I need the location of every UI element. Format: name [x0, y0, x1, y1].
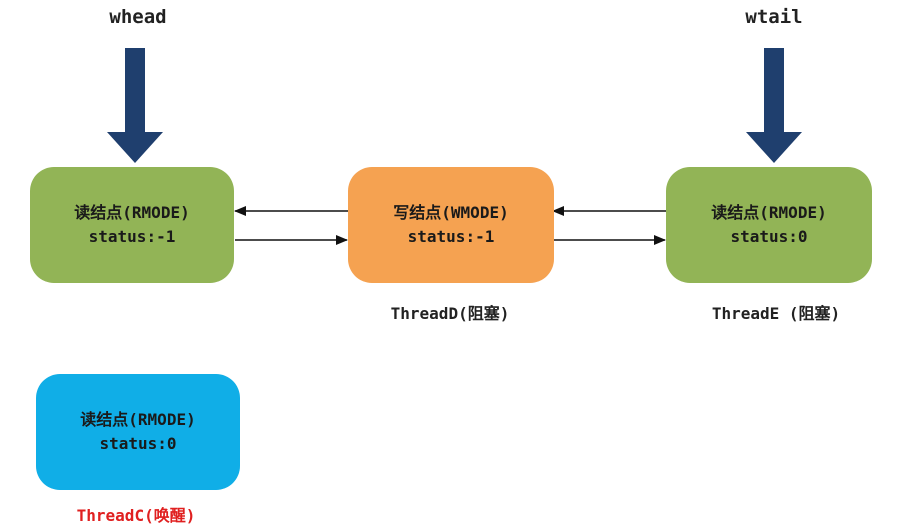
node-title: 写结点(WMODE): [393, 203, 509, 222]
node-title: 读结点(RMODE): [711, 203, 827, 222]
node-status: status:0: [99, 434, 177, 453]
caption-thread-c: ThreadC(唤醒): [76, 506, 196, 525]
read-node-woken: 读结点(RMODE) status:0: [36, 374, 240, 490]
read-node-right: 读结点(RMODE) status:0: [666, 167, 872, 283]
wtail-pointer-arrow: [746, 48, 802, 163]
write-node-middle: 写结点(WMODE) status:-1: [348, 167, 554, 283]
node-status: status:0: [730, 227, 808, 246]
whead-label: whead: [109, 6, 167, 28]
node-title: 读结点(RMODE): [74, 203, 190, 222]
read-node-left: 读结点(RMODE) status:-1: [30, 167, 234, 283]
caption-thread-e: ThreadE (阻塞): [711, 304, 841, 323]
caption-thread-d: ThreadD(阻塞): [390, 304, 510, 323]
wtail-label: wtail: [745, 6, 803, 28]
node-status: status:-1: [407, 227, 495, 246]
whead-pointer-arrow: [107, 48, 163, 163]
node-status: status:-1: [88, 227, 176, 246]
node-title: 读结点(RMODE): [80, 410, 196, 429]
